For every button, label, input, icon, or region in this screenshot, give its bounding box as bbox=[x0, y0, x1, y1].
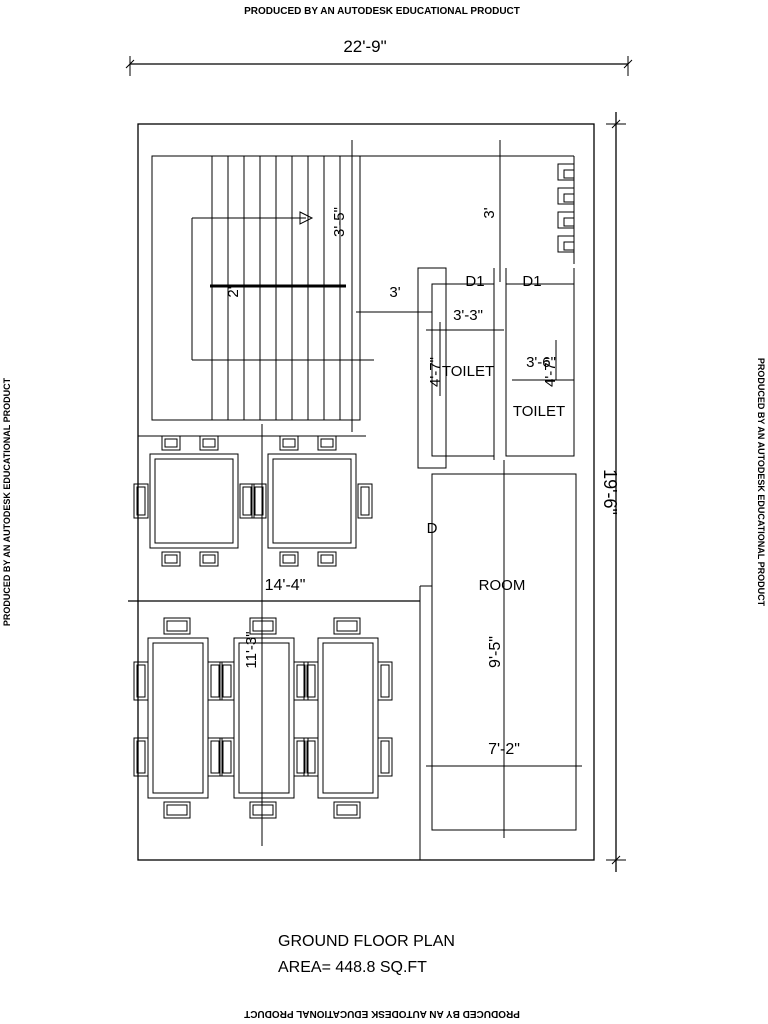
stair-treads bbox=[211, 156, 341, 420]
toilet-2: TOILET 3'-6" 4'-7" D1 bbox=[493, 268, 575, 460]
door-d1-left-label: D1 bbox=[465, 273, 484, 290]
chair bbox=[207, 737, 223, 777]
chair bbox=[161, 435, 181, 451]
overall-depth-dimension: 19'-6" bbox=[600, 112, 626, 872]
watermark-right: PRODUCED BY AN AUTODESK EDUCATIONAL PROD… bbox=[756, 358, 766, 607]
chair bbox=[133, 737, 149, 777]
door-d1-right-label: D1 bbox=[522, 273, 541, 290]
stair-width-label: 3'-5" bbox=[331, 207, 348, 237]
chair bbox=[279, 551, 299, 567]
chair bbox=[303, 737, 319, 777]
room-depth-label: 9'-5" bbox=[487, 636, 504, 668]
toilet-1-width-label: 3'-3" bbox=[453, 307, 483, 324]
chair bbox=[163, 801, 191, 819]
chair bbox=[279, 435, 299, 451]
chair bbox=[219, 661, 235, 701]
toilet-2-width-label: 3'-6" bbox=[526, 354, 556, 371]
wash-basins bbox=[557, 163, 575, 253]
toilet-1-depth-label: 4'-7" bbox=[427, 357, 444, 387]
chair bbox=[199, 551, 219, 567]
stair-direction-arrow bbox=[299, 211, 314, 225]
dining-table bbox=[149, 453, 239, 549]
landing-label: 2' bbox=[225, 286, 242, 297]
toilet-2-label: TOILET bbox=[513, 403, 565, 420]
staircase: 3'-5" 2' bbox=[151, 140, 374, 432]
room: ROOM 9'-5" 7'-2" bbox=[419, 460, 582, 860]
chair bbox=[377, 737, 393, 777]
plan-title: GROUND FLOOR PLAN bbox=[278, 933, 455, 950]
dining-table bbox=[267, 453, 357, 549]
chair bbox=[199, 435, 219, 451]
chair bbox=[357, 483, 373, 519]
overall-width-dimension: 22'-9" bbox=[125, 37, 633, 76]
chair bbox=[317, 551, 337, 567]
watermark-top: PRODUCED BY AN AUTODESK EDUCATIONAL PROD… bbox=[244, 6, 520, 17]
chair bbox=[163, 617, 191, 635]
toilet-1: TOILET 3'-3" 4'-7" D1 bbox=[417, 267, 504, 469]
chair bbox=[249, 801, 277, 819]
toilet-1-label: TOILET bbox=[442, 363, 494, 380]
overall-width-label: 22'-9" bbox=[343, 37, 386, 56]
chair bbox=[251, 483, 267, 519]
dining-table bbox=[233, 637, 295, 799]
chair bbox=[207, 661, 223, 701]
plan-area: AREA= 448.8 SQ.FT bbox=[278, 959, 427, 976]
watermark-left: PRODUCED BY AN AUTODESK EDUCATIONAL PROD… bbox=[2, 377, 12, 626]
chair bbox=[333, 801, 361, 819]
dining-depth-label: 11'-3" bbox=[243, 631, 260, 668]
dining-width-label: 14'-4" bbox=[265, 577, 306, 594]
room-width-label: 7'-2" bbox=[488, 741, 520, 758]
chair bbox=[133, 483, 149, 519]
chair bbox=[219, 737, 235, 777]
chair bbox=[317, 435, 337, 451]
dining-table bbox=[317, 637, 379, 799]
chair bbox=[377, 661, 393, 701]
overall-depth-label: 19'-6" bbox=[600, 469, 620, 515]
top-gap-label: 3' bbox=[481, 207, 498, 218]
dining-table bbox=[147, 637, 209, 799]
chair bbox=[249, 617, 277, 635]
room-label: ROOM bbox=[479, 577, 526, 594]
toilet-2-depth-label: 4'-7" bbox=[542, 357, 559, 387]
chair bbox=[293, 661, 309, 701]
chair bbox=[333, 617, 361, 635]
passage-label: 3' bbox=[389, 284, 400, 301]
chair bbox=[303, 661, 319, 701]
chair bbox=[133, 661, 149, 701]
dining-furniture bbox=[133, 435, 393, 819]
chair bbox=[293, 737, 309, 777]
chair bbox=[161, 551, 181, 567]
chair bbox=[239, 483, 255, 519]
outer-wall bbox=[137, 123, 595, 861]
watermark-bottom: PRODUCED BY AN AUTODESK EDUCATIONAL PROD… bbox=[244, 1008, 520, 1019]
